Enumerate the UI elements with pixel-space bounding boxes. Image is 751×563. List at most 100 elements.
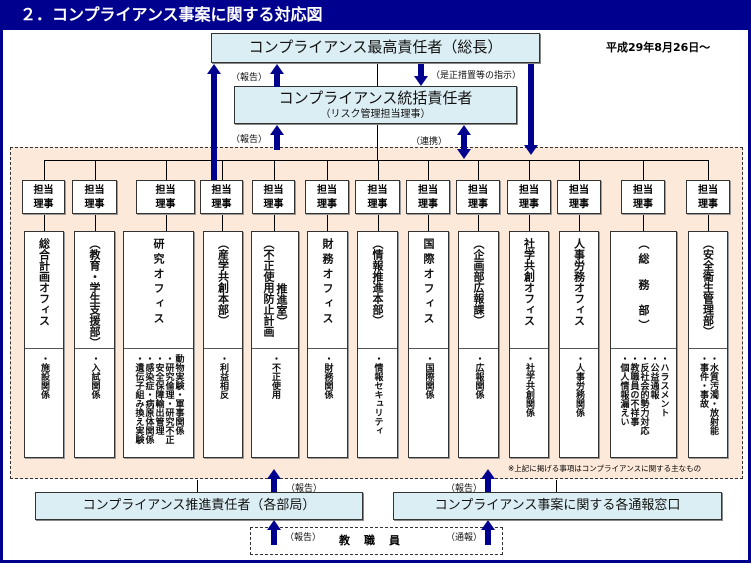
- responsibility-item: ・個人情報漏えい: [618, 354, 629, 426]
- up-arrow-icon: [270, 64, 284, 74]
- responsibility-list: ・入試関係: [75, 349, 114, 399]
- responsibility-item: ・施設関係: [39, 354, 49, 399]
- connector-line: [165, 160, 167, 180]
- department-name-area: （ 総 務 部 ）: [611, 232, 676, 349]
- department-name-area: 財 務 オ フ ィ ス: [308, 232, 347, 349]
- department-box: （安全衛生管理部） ・事件・事故・水質汚濁・放射能: [688, 231, 728, 458]
- department-name: 研 究 オ フ ィ ス: [152, 238, 165, 324]
- department-name-area: （情報推進本部）: [358, 232, 397, 349]
- director-label: 担当: [84, 185, 105, 196]
- footnote: ※上記に掲げる事項はコンプライアンスに関する主なもの: [508, 464, 702, 473]
- responsibility-list: ・事件・事故・水質汚濁・放射能: [689, 349, 727, 435]
- notify-label: （通報）: [446, 533, 483, 543]
- responsibility-list: ・財務関係: [308, 349, 347, 399]
- connector-line: [428, 160, 429, 180]
- department-name-area: 人事労務オフィス: [560, 232, 598, 349]
- connector-line: [579, 160, 580, 180]
- director-label: 担当: [317, 185, 337, 196]
- department-name: 国 際 オ フ ィ ス: [422, 238, 435, 324]
- connector-line: [165, 214, 167, 231]
- notify-arrow-shaft: [485, 529, 491, 545]
- up-arrow-icon: [481, 520, 495, 530]
- department-name: 社学共創オフィス: [522, 238, 536, 326]
- contact-window-box: コンプライアンス事案に関する各通報窓口: [393, 492, 722, 520]
- director-box: 担当 理事: [252, 180, 295, 214]
- connector-line: [643, 160, 644, 180]
- director-box: 担当 理事: [355, 180, 400, 214]
- responsibility-item: ・社学共創関係: [524, 354, 534, 417]
- connector-line: [529, 160, 530, 180]
- responsibility-list: ・施設関係: [25, 349, 63, 399]
- responsibility-list: ・不正使用: [252, 349, 298, 399]
- department-box: 財 務 オ フ ィ ス ・財務関係: [307, 231, 348, 458]
- instruction-label: （是正措置等の指示）: [431, 71, 522, 81]
- director-label: 理事: [84, 199, 105, 210]
- department-box: （不正使用防止計画推進室） ・不正使用: [251, 231, 299, 458]
- report-arrow-shaft: [485, 478, 491, 493]
- director-label: 理事: [418, 199, 438, 210]
- department-name-area: （教育・学生支援部）: [75, 232, 114, 349]
- director-box: 担当 理事: [200, 180, 243, 214]
- responsibility-list: ・国際関係: [409, 349, 448, 399]
- connector-line: [327, 214, 328, 231]
- connector-line: [43, 160, 45, 180]
- report-arrow-shaft: [274, 72, 280, 87]
- department-name: （情報推進本部）: [371, 238, 384, 326]
- connector-line: [94, 160, 96, 180]
- general-officer-sub: （リスク管理担当理事）: [320, 109, 431, 120]
- department-name-area: 研 究 オ フ ィ ス: [124, 232, 193, 349]
- department-box: 研 究 オ フ ィ ス ・遺伝子組み換え実験・感染症・病原体関係・安全保障輸出管…: [123, 231, 194, 458]
- department-name: 総合計画オフィス: [37, 238, 51, 326]
- responsibility-item: ・入試関係: [89, 354, 100, 399]
- connector-line: [197, 480, 198, 493]
- up-arrow-icon: [481, 469, 495, 479]
- responsibility-item: ・公益通報: [648, 354, 659, 399]
- director-label: 理事: [211, 199, 232, 210]
- instruction-arrow-shaft: [528, 64, 534, 146]
- director-label: 担当: [519, 185, 539, 196]
- responsibility-item: ・事件・事故: [698, 354, 708, 408]
- down-arrow-icon: [414, 76, 428, 86]
- staff-box: 教職員: [250, 527, 503, 555]
- director-box: 担当 理事: [22, 180, 65, 214]
- responsibility-list: ・情報セキュリティ: [358, 349, 397, 435]
- connector-line: [478, 214, 479, 231]
- responsibility-item: ・情報セキュリティ: [372, 354, 383, 435]
- department-box: （ 総 務 部 ） ・個人情報漏えい・教職員の不祥事・反社会的勢力対応・公益通報…: [610, 231, 677, 458]
- report-label: （報告）: [231, 73, 268, 83]
- director-label: 担当: [633, 185, 653, 196]
- responsibility-item: ・広報関係: [473, 354, 484, 399]
- director-label: 理事: [698, 199, 718, 210]
- up-arrow-icon: [207, 64, 221, 74]
- director-label: 理事: [633, 199, 653, 210]
- connector-line: [273, 214, 275, 231]
- director-label: 理事: [155, 199, 176, 210]
- director-box: 担当 理事: [406, 180, 450, 214]
- report-label: （報告）: [446, 484, 483, 494]
- top-officer-box: コンプライアンス最高責任者（総長）: [211, 33, 540, 63]
- up-arrow-icon: [267, 469, 281, 479]
- department-name-area: （企画部広報課）: [459, 232, 498, 349]
- down-arrow-icon: [524, 145, 538, 155]
- director-label: 理事: [33, 199, 54, 210]
- report-label: （報告）: [286, 484, 323, 494]
- general-officer-box: コンプライアンス統括責任者 （リスク管理担当理事）: [234, 86, 517, 124]
- responsibility-item: ・利益相反: [218, 354, 228, 399]
- department-name-area: （不正使用防止計画推進室）: [252, 232, 298, 349]
- department-box: 総合計画オフィス ・施設関係: [24, 231, 64, 458]
- director-label: 理事: [317, 199, 337, 210]
- department-name-area: 総合計画オフィス: [25, 232, 63, 349]
- director-label: 担当: [698, 185, 718, 196]
- connector-line: [94, 214, 96, 231]
- department-name: （産学共創本部）: [216, 238, 230, 326]
- department-name-area: 社学共創オフィス: [510, 232, 548, 349]
- responsibility-item: ・教職員の不祥事: [628, 354, 639, 426]
- department-box: （情報推進本部） ・情報セキュリティ: [357, 231, 398, 458]
- department-name: （教育・学生支援部）: [88, 238, 101, 348]
- director-box: 担当 理事: [136, 180, 195, 214]
- responsibility-list: ・利益相反: [204, 349, 242, 399]
- connector-line: [708, 160, 709, 180]
- director-box: 担当 理事: [507, 180, 551, 214]
- up-arrow-icon: [457, 125, 471, 135]
- responsibility-item: 動物実験・軍事関係: [173, 354, 184, 435]
